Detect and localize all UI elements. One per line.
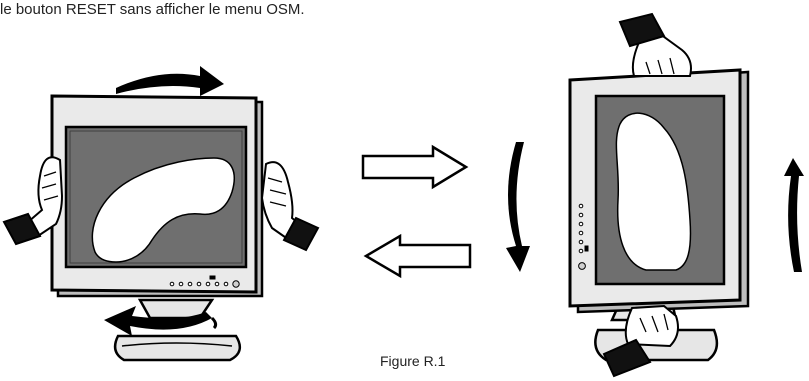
monitor-portrait — [506, 12, 804, 378]
top-hand-icon — [618, 12, 692, 77]
rotate-arrow-top — [116, 66, 224, 96]
stand-base — [113, 334, 242, 362]
stand-base-edge — [121, 342, 233, 347]
monitor-landscape — [2, 66, 320, 362]
control-buttons — [169, 275, 240, 288]
instruction-text: le bouton RESET sans afficher le menu OS… — [0, 1, 305, 18]
swivel-arrow-tail — [210, 316, 218, 330]
swivel-arrow-base — [104, 306, 212, 336]
arrow-right-outline — [361, 144, 469, 190]
portrait-screen-content-shape — [615, 112, 692, 271]
rotate-arrow-down — [506, 142, 530, 272]
screen-inner-edge — [69, 130, 243, 264]
left-hand-icon — [2, 156, 64, 246]
right-hand-icon — [260, 161, 320, 252]
portrait-control-buttons — [578, 203, 589, 270]
bottom-hand-icon — [602, 304, 679, 378]
figure-caption: Figure R.1 — [380, 353, 446, 369]
rotate-arrow-up — [784, 158, 804, 272]
arrow-left-outline — [363, 233, 472, 279]
screen-content-shape — [91, 157, 235, 263]
conversion-arrows — [361, 144, 472, 279]
